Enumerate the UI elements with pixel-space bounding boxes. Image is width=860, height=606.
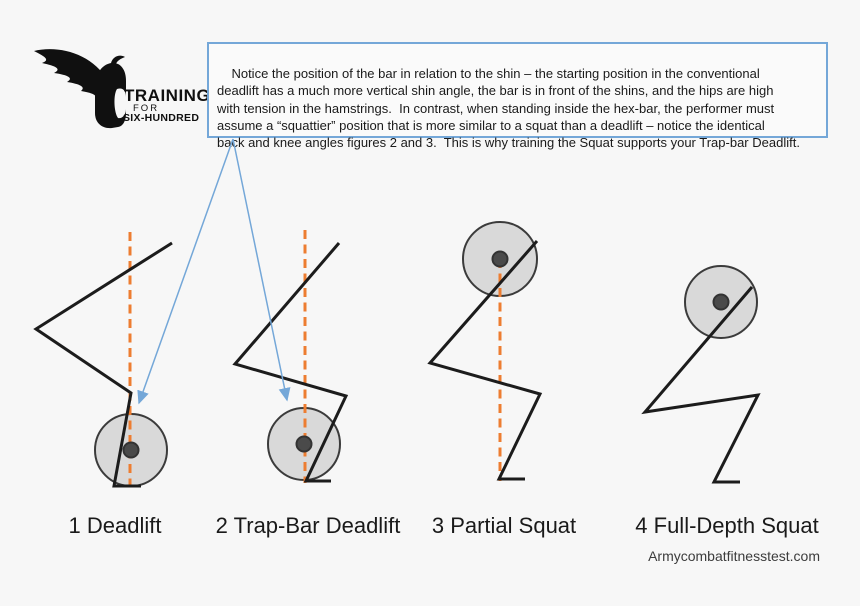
figure-label-full-depth-squat: 4 Full-Depth Squat <box>635 513 819 538</box>
figure-full-depth-squat <box>641 265 761 484</box>
logo-text-six-hundred: SIX-HUNDRED <box>123 112 199 124</box>
logo-text-for: FOR <box>133 103 159 114</box>
logo-text-training: TRAINING <box>124 86 210 105</box>
training-for-six-hundred-logo: TRAINING FOR SIX-HUNDRED <box>34 49 210 129</box>
stick-figure-body <box>33 241 173 488</box>
figure-label-deadlift: 1 Deadlift <box>68 513 162 538</box>
helmet-plume <box>104 109 112 128</box>
wing-icon <box>34 49 108 99</box>
bar-end-dot <box>491 250 509 268</box>
figure-trap-bar-deadlift <box>232 230 349 483</box>
bar-end-dot <box>712 293 730 311</box>
helmet-face-opening <box>114 88 126 119</box>
pointer-arrow-to-trap-bar <box>232 138 291 402</box>
bar-end-dot <box>295 435 313 453</box>
figure-partial-squat <box>427 221 543 481</box>
figure-label-trap-bar-deadlift: 2 Trap-Bar Deadlift <box>215 513 401 538</box>
figure-label-partial-squat: 3 Partial Squat <box>431 513 577 538</box>
note-text: Notice the position of the bar in relati… <box>217 66 800 151</box>
note-box: Notice the position of the bar in relati… <box>207 42 828 150</box>
stick-figure-body <box>232 242 349 483</box>
winged-spartan-helmet-icon <box>34 49 126 129</box>
pointer-arrows <box>137 138 291 405</box>
stick-figure-body <box>427 240 543 481</box>
bar-end-dot <box>122 441 140 459</box>
watermark-text: Armycombatfitnesstest.com <box>648 548 820 564</box>
stick-figure-body <box>641 286 761 484</box>
figure-deadlift <box>33 232 173 488</box>
pointer-arrow-to-deadlift-bar <box>137 138 234 405</box>
helmet-crest <box>111 55 125 64</box>
